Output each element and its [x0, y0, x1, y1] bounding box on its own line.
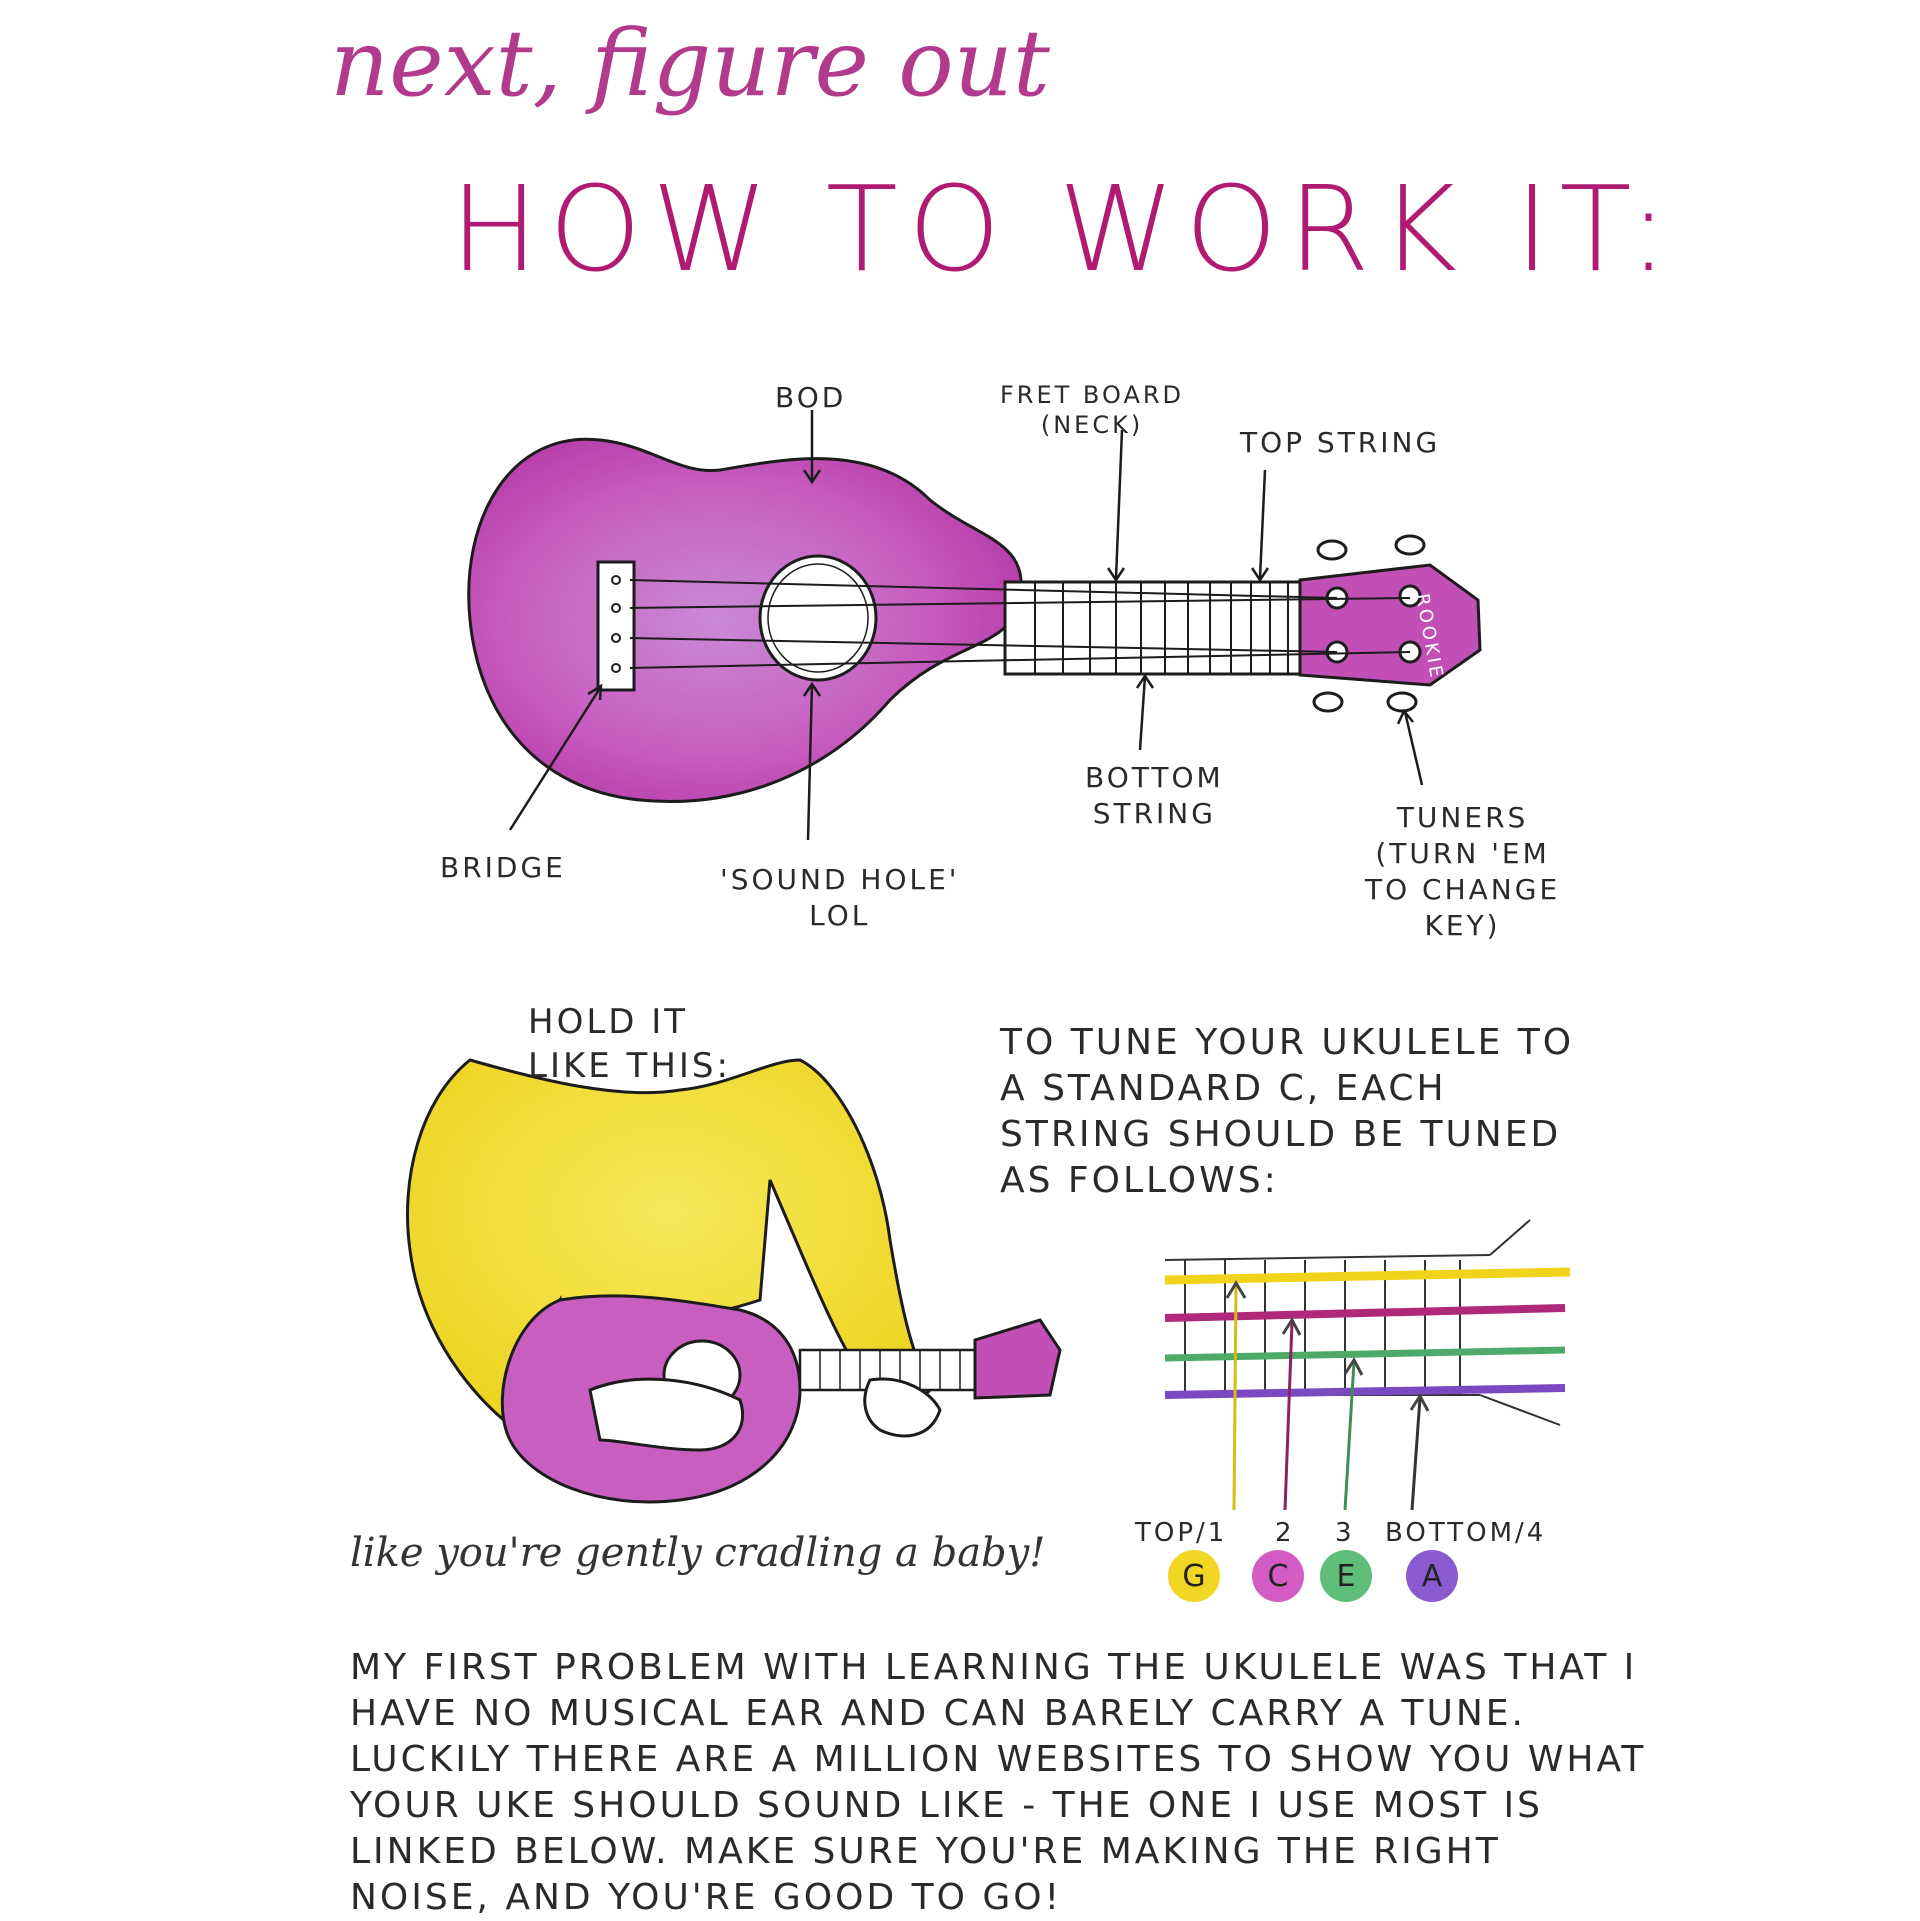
ukulele-strings	[629, 579, 1411, 669]
hold-it-label: HOLD IT LIKE THIS:	[528, 1002, 731, 1086]
string-label-2: 2	[1275, 1518, 1295, 1548]
note-circle-e: E	[1320, 1550, 1372, 1602]
label-bod: BOD	[775, 381, 847, 414]
label-tuners: TUNERS (TURN 'EM TO CHANGE KEY)	[1365, 801, 1561, 942]
note-circle-a: A	[1406, 1550, 1458, 1602]
tuning-string-2	[1164, 1304, 1566, 1322]
fretting-hand	[863, 1377, 942, 1438]
hold-caption: like you're gently cradling a baby!	[350, 1530, 1046, 1576]
label-fretboard: FRET BOARD (NECK)	[1000, 381, 1185, 439]
note-circle-g: G	[1168, 1550, 1220, 1602]
sound-hole	[758, 554, 878, 682]
tuning-string-1	[1164, 1267, 1571, 1285]
ukulele-body	[467, 437, 1023, 804]
label-sound-hole: 'SOUND HOLE' LOL	[720, 863, 960, 932]
intro-paragraph: MY FIRST PROBLEM WITH LEARNING THE UKULE…	[350, 1647, 1647, 1918]
label-bridge: BRIDGE	[440, 851, 566, 884]
label-bottom-string: BOTTOM STRING	[1085, 761, 1224, 830]
title-line-1: next, figure out	[330, 10, 1050, 117]
person-illustration	[406, 1058, 1062, 1504]
held-ukulele-head	[973, 1318, 1062, 1400]
string-label-4: BOTTOM/4	[1385, 1518, 1547, 1548]
string-label-1: TOP/1	[1135, 1518, 1228, 1548]
ukulele-diagram	[467, 410, 1482, 841]
strumming-hand	[588, 1377, 745, 1452]
note-circle-c: C	[1252, 1550, 1304, 1602]
tuner-pegs	[1312, 534, 1426, 713]
label-top-string: TOP STRING	[1240, 426, 1441, 459]
page-title: HOW TO WORK IT:	[450, 160, 1679, 298]
bridge	[596, 560, 636, 692]
ukulele-head	[1298, 563, 1482, 687]
label-arrows	[508, 410, 1424, 841]
tuning-string-3	[1164, 1346, 1566, 1362]
tuning-intro-text: TO TUNE YOUR UKULELE TO A STANDARD C, EA…	[1000, 1022, 1575, 1201]
string-label-3: 3	[1335, 1518, 1355, 1548]
tuning-string-4	[1164, 1384, 1566, 1399]
tuning-chart	[1164, 1219, 1571, 1511]
